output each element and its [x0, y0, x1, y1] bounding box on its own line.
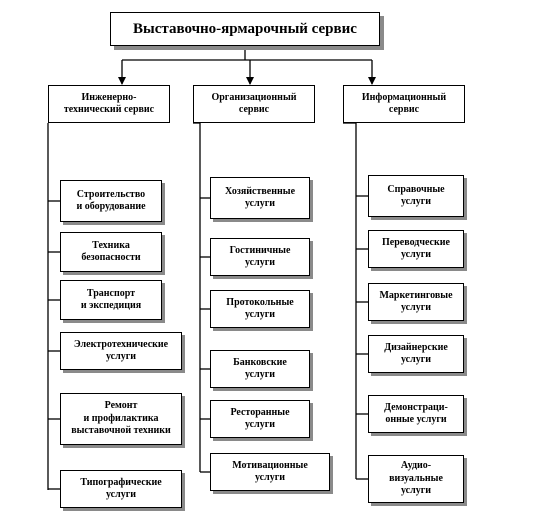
item-translation-services: Переводческие услуги	[368, 230, 464, 268]
item-restaurant-services: Ресторанные услуги	[210, 400, 310, 438]
root-title: Выставочно-ярмарочный сервис	[110, 12, 380, 46]
item-protocol-services: Протокольные услуги	[210, 290, 310, 328]
column-header-engineering: Инженерно- технический сервис	[48, 85, 170, 123]
item-reference-services: Справочные услуги	[368, 175, 464, 217]
item-audiovisual-services: Аудио- визуальные услуги	[368, 455, 464, 503]
item-safety-equipment: Техника безопасности	[60, 232, 162, 272]
item-printing-services: Типографические услуги	[60, 470, 182, 508]
item-electrical-services: Электротехнические услуги	[60, 332, 182, 370]
item-construction-equipment: Строительство и оборудование	[60, 180, 162, 222]
item-household-services: Хозяйственные услуги	[210, 177, 310, 219]
item-hotel-services: Гостиничные услуги	[210, 238, 310, 276]
item-design-services: Дизайнерские услуги	[368, 335, 464, 373]
item-repair-maintenance: Ремонт и профилактика выставочной техник…	[60, 393, 182, 445]
item-demonstration-services: Демонстраци- онные услуги	[368, 395, 464, 433]
item-marketing-services: Маркетинговые услуги	[368, 283, 464, 321]
item-motivational-services: Мотивационные услуги	[210, 453, 330, 491]
item-transport-expedition: Транспорт и экспедиция	[60, 280, 162, 320]
column-header-organizational: Организационный сервис	[193, 85, 315, 123]
column-header-informational: Информационный сервис	[343, 85, 465, 123]
item-banking-services: Банковские услуги	[210, 350, 310, 388]
